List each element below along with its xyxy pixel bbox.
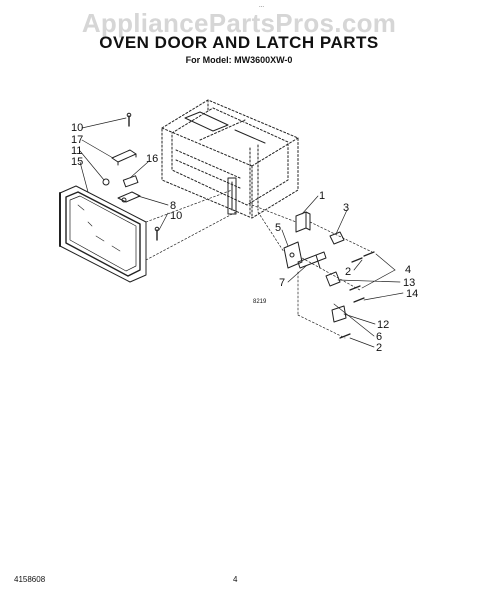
oven-cavity-detail: [184, 111, 266, 215]
callout-2-lower: 2: [376, 342, 382, 354]
callout-14: 14: [406, 288, 418, 300]
latch-lever-7: [297, 251, 327, 269]
page-title: OVEN DOOR AND LATCH PARTS: [99, 33, 379, 52]
callout-11: 11: [71, 145, 82, 157]
callout-1: 1: [319, 190, 325, 202]
model-subtitle: For Model: MW3600XW-0: [185, 55, 293, 65]
oven-cavity-frame: [161, 99, 299, 219]
reference-code: 8219: [253, 299, 267, 305]
callout-12: 12: [377, 319, 389, 331]
latch-spring-13: [325, 271, 341, 287]
latch-part-3: [329, 231, 345, 245]
leader-lines: [79, 117, 404, 348]
callout-10-lower: 10: [170, 210, 182, 222]
callout-8: 8: [170, 200, 176, 212]
hinge-pin: [122, 175, 139, 188]
door-glass-panel: [59, 185, 147, 283]
top-mark: ...: [259, 3, 265, 9]
assembly-lines: [145, 189, 373, 339]
callout-6: 6: [376, 331, 382, 343]
latch-part-1: [295, 211, 311, 233]
callout-3: 3: [343, 202, 349, 214]
document-number: 4158608: [14, 575, 46, 584]
hinge-lower: [117, 191, 141, 203]
callout-15: 15: [71, 156, 83, 168]
latch-part-12: [331, 305, 347, 323]
latch-screws: [339, 251, 375, 339]
screw-top: [126, 112, 132, 127]
hinge-bracket: [111, 149, 137, 166]
callout-7: 7: [279, 277, 285, 289]
callout-4: 4: [405, 264, 411, 276]
callout-13: 13: [403, 277, 415, 289]
callout-2-upper: 2: [345, 266, 351, 278]
watermark-text: AppliancePartsPros.com: [81, 8, 397, 38]
screw-lower: [154, 226, 160, 241]
page-number: 4: [233, 575, 238, 584]
clip-11: [102, 178, 110, 186]
latch-plate-5: [283, 241, 303, 269]
callout-5: 5: [275, 222, 281, 234]
callout-10-top: 10: [71, 122, 83, 134]
callout-17: 17: [71, 134, 83, 146]
callout-labels: 10 17 16 11 15 8 10 1 3 5 2 4 7 13 14 12…: [71, 122, 418, 354]
callout-16: 16: [146, 153, 158, 165]
